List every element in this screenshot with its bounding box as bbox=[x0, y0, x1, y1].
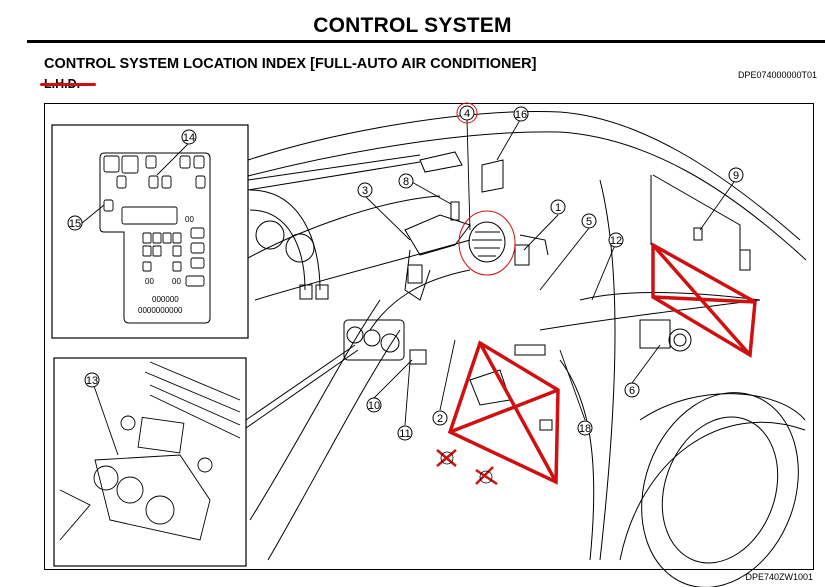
strike-x-callout-right bbox=[475, 466, 498, 486]
component-4 bbox=[468, 221, 506, 263]
figure-code: DPE740ZW1001 bbox=[745, 572, 813, 582]
svg-text:15: 15 bbox=[69, 218, 81, 230]
leader-lines bbox=[81, 119, 735, 456]
svg-text:6: 6 bbox=[629, 385, 635, 397]
callout-10: 10 bbox=[366, 397, 382, 413]
red-annotations bbox=[436, 102, 757, 486]
car-body-outline bbox=[247, 111, 807, 587]
strike-x-callout-left bbox=[436, 449, 457, 467]
svg-text:10: 10 bbox=[368, 400, 380, 412]
callout-18: 18 bbox=[577, 420, 593, 436]
harness-12 bbox=[579, 292, 761, 301]
svg-text:3: 3 bbox=[362, 185, 368, 197]
svg-text:13: 13 bbox=[86, 375, 98, 387]
svg-text:1: 1 bbox=[555, 202, 561, 214]
climate-panel-small bbox=[343, 319, 405, 361]
component-18 bbox=[469, 344, 553, 431]
fuse-label-row2: 00 bbox=[145, 277, 154, 286]
svg-text:11: 11 bbox=[399, 428, 410, 440]
callout-1: 1 bbox=[550, 199, 566, 215]
svg-text:16: 16 bbox=[515, 109, 527, 121]
svg-text:14: 14 bbox=[183, 132, 195, 144]
svg-text:2: 2 bbox=[437, 413, 443, 425]
fuse-label-row5: 0000000000 bbox=[138, 306, 183, 315]
dashboard-outline bbox=[249, 189, 471, 331]
highlight-ellipse-4 bbox=[458, 210, 516, 276]
condenser-9 bbox=[650, 174, 751, 271]
fuse-label-row4: 000000 bbox=[152, 295, 179, 304]
callout-15: 15 bbox=[67, 215, 83, 231]
callout-14: 14 bbox=[181, 129, 197, 145]
section-title: CONTROL SYSTEM LOCATION INDEX [FULL-AUTO… bbox=[44, 56, 537, 72]
inset-fuse-box: 00 00 00 000000 0000000000 bbox=[51, 124, 421, 339]
callout-13: 13 bbox=[84, 372, 100, 388]
svg-text:4: 4 bbox=[464, 108, 470, 120]
ac-unit-3 bbox=[404, 214, 471, 301]
svg-text:8: 8 bbox=[403, 176, 409, 188]
callout-8: 8 bbox=[398, 173, 414, 189]
callout-11: 11 bbox=[397, 425, 413, 441]
callout-16: 16 bbox=[513, 106, 529, 122]
page-title: CONTROL SYSTEM bbox=[313, 14, 512, 37]
callout-5: 5 bbox=[581, 213, 597, 229]
component-6 bbox=[639, 319, 692, 352]
connector-10 bbox=[409, 349, 427, 365]
title-rule bbox=[27, 40, 825, 43]
module-16 bbox=[419, 151, 504, 193]
svg-text:18: 18 bbox=[579, 423, 591, 435]
fuse-label-row3: 00 bbox=[172, 277, 181, 286]
callout-9: 9 bbox=[728, 167, 744, 183]
doc-code: DPE074000000T01 bbox=[737, 70, 817, 80]
callout-12: 12 bbox=[608, 232, 624, 248]
sensor-8 bbox=[450, 201, 460, 221]
inset-climate-panel bbox=[53, 344, 359, 567]
figure-frame bbox=[44, 103, 814, 570]
fuse-label-row1: 00 bbox=[185, 215, 194, 224]
highlight-circle-4 bbox=[456, 102, 478, 124]
svg-text:12: 12 bbox=[610, 235, 622, 247]
callout-3: 3 bbox=[357, 182, 373, 198]
component-1 bbox=[514, 234, 549, 266]
callout-2: 2 bbox=[432, 410, 448, 426]
strike-triangle-18 bbox=[447, 340, 560, 485]
strike-triangle-front bbox=[651, 242, 757, 358]
variant-strikethrough bbox=[40, 83, 96, 86]
svg-text:9: 9 bbox=[733, 170, 739, 182]
callout-4: 4 bbox=[459, 105, 475, 121]
svg-text:5: 5 bbox=[586, 216, 592, 228]
callouts: 1 2 3 4 5 6 8 9 10 11 12 13 14 15 16 18 bbox=[67, 105, 744, 441]
callout-6: 6 bbox=[624, 382, 640, 398]
